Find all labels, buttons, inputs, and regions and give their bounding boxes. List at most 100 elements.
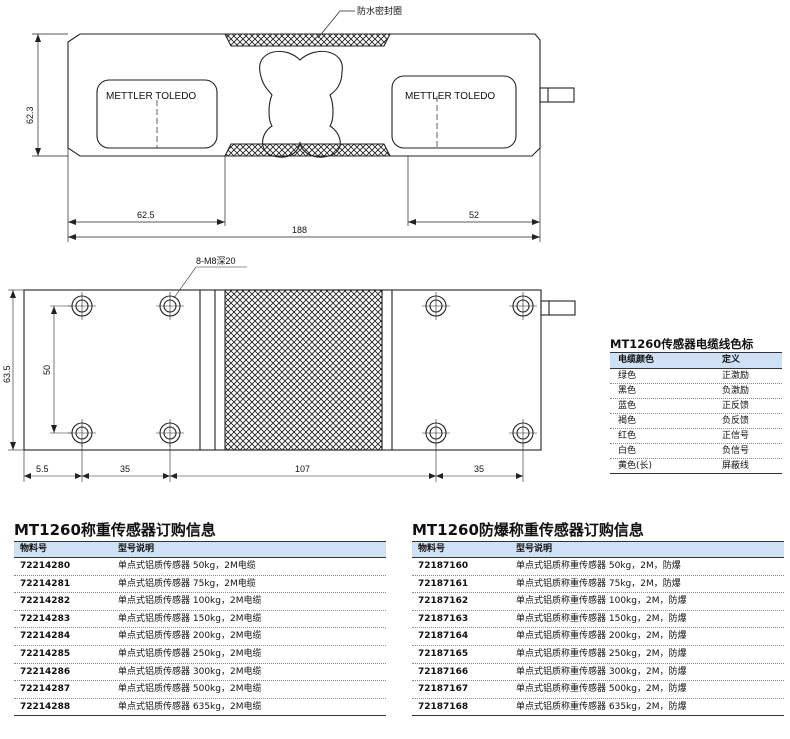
model-description: 单点式铝质称重传感器 635kg，2M，防爆: [516, 701, 687, 712]
order-explosion-header: 物料号 型号说明: [412, 541, 784, 558]
cable-stub-plan: [540, 300, 576, 316]
cable-definition: 正反馈: [722, 401, 750, 411]
header-part-number: 物料号: [20, 544, 48, 554]
dim-height-top: 62.3: [25, 106, 35, 124]
part-number: 72187161: [418, 578, 469, 589]
cable-table-title: MT1260传感器电缆线色标: [610, 337, 754, 351]
model-description: 单点式铝质传感器 150kg，2M电缆: [118, 613, 262, 624]
cable-color: 褐色: [618, 416, 637, 426]
table-row: 72214282 单点式铝质传感器 100kg，2M电缆: [14, 593, 386, 611]
cable-color: 红色: [618, 431, 637, 441]
part-number: 72187167: [418, 684, 469, 695]
cable-color-table: MT1260传感器电缆线色标 电缆颜色 定义 绿色正激励 黑色 负激励 蓝色 正反馈…: [610, 336, 782, 474]
cable-stub: [539, 87, 575, 103]
order-standard-header: 物料号 型号说明: [14, 541, 386, 558]
hatched-window: [224, 289, 383, 451]
plan-view: [23, 289, 576, 451]
table-row: 72187160 单点式铝质称重传感器 50kg，2M，防爆: [412, 558, 784, 576]
table-row: 72214288 单点式铝质传感器 635kg，2M电缆: [14, 699, 386, 717]
cable-color: 黑色: [618, 386, 637, 396]
table-row: 白色 负信号: [610, 444, 782, 459]
header-part-number: 物料号: [418, 544, 446, 554]
model-description: 单点式铝质传感器 500kg，2M电缆: [118, 684, 262, 695]
dim-total-top: 188: [292, 225, 307, 235]
table-row: 绿色正激励: [610, 369, 782, 384]
side-view: [67, 33, 575, 158]
cable-definition: 负反馈: [722, 416, 750, 426]
part-number: 72214286: [20, 666, 71, 677]
model-description: 单点式铝质称重传感器 250kg，2M，防爆: [516, 648, 687, 659]
cable-color: 白色: [618, 446, 637, 456]
part-number: 72214285: [20, 648, 71, 659]
part-number: 72214287: [20, 684, 71, 695]
model-description: 单点式铝质传感器 50kg，2M电缆: [118, 561, 256, 571]
header-model-description: 型号说明: [516, 544, 553, 554]
table-row: 72214284 单点式铝质传感器 200kg，2M电缆: [14, 628, 386, 646]
model-description: 单点式铝质称重传感器 200kg，2M，防爆: [516, 631, 687, 642]
dim-right-top: 52: [469, 210, 479, 220]
part-number: 72214283: [20, 613, 71, 624]
part-number: 72187164: [418, 631, 469, 642]
table-row: 72214280 单点式铝质传感器 50kg，2M电缆: [14, 558, 386, 576]
cable-table-header: 电缆颜色 定义: [610, 352, 782, 369]
part-number: 72214282: [20, 596, 71, 607]
table-row: 褐色 负反馈: [610, 414, 782, 429]
dim-b4: 35: [474, 464, 484, 474]
table-row: 红色 正信号: [610, 429, 782, 444]
cable-definition: 负信号: [722, 446, 750, 456]
cable-color: 绿色: [618, 371, 637, 381]
model-description: 单点式铝质称重传感器 300kg，2M，防爆: [516, 666, 687, 677]
seal-label: 防水密封圈: [357, 5, 402, 16]
cable-definition: 负激励: [722, 386, 750, 396]
table-row: 72214285 单点式铝质传感器 250kg，2M电缆: [14, 646, 386, 664]
header-cable-color: 电缆颜色: [618, 355, 655, 365]
table-row: 72187168 单点式铝质称重传感器 635kg，2M，防爆: [412, 699, 784, 717]
model-description: 单点式铝质称重传感器 150kg，2M，防爆: [516, 613, 687, 624]
dim-height-bottom: 63.5: [2, 365, 12, 383]
seal-band-top: [224, 33, 391, 47]
model-description: 单点式铝质称重传感器 500kg，2M，防爆: [516, 684, 687, 695]
hole-label: 8-M8深20: [196, 256, 236, 266]
order-standard-title: MT1260称重传感器订购信息: [14, 521, 216, 539]
model-description: 单点式铝质传感器 635kg，2M电缆: [118, 701, 262, 712]
cable-color: 蓝色: [618, 401, 637, 411]
part-number: 72214280: [20, 561, 71, 571]
part-number: 72187162: [418, 596, 469, 607]
table-row: 黑色 负激励: [610, 384, 782, 399]
part-number: 72187168: [418, 701, 469, 712]
order-explosion-title: MT1260防爆称重传感器订购信息: [412, 521, 644, 539]
dim-b3: 107: [295, 464, 310, 474]
table-row: 黄色(长) 屏蔽线: [610, 459, 782, 474]
model-description: 单点式铝质传感器 75kg，2M电缆: [118, 578, 256, 589]
part-number: 72187160: [418, 561, 469, 571]
seal-band-bottom: [224, 143, 391, 157]
cable-color: 黄色(长): [618, 461, 653, 471]
cable-definition: 正信号: [722, 431, 750, 441]
header-definition: 定义: [722, 355, 741, 365]
table-row: 72187167 单点式铝质称重传感器 500kg，2M，防爆: [412, 681, 784, 699]
table-row: 72187164 单点式铝质称重传感器 200kg，2M，防爆: [412, 628, 784, 646]
part-number: 72214288: [20, 701, 71, 712]
center-cutout: [259, 51, 343, 158]
technical-drawing: 防水密封圈 METTLER TOLEDO METTLER TOLEDO 62.3…: [2, 5, 576, 482]
model-description: 单点式铝质称重传感器 75kg，2M，防爆: [516, 578, 681, 589]
table-row: 72214283 单点式铝质传感器 150kg，2M电缆: [14, 611, 386, 629]
dim-inner-bottom: 50: [42, 365, 52, 375]
model-description: 单点式铝质传感器 200kg，2M电缆: [118, 631, 262, 642]
model-description: 单点式铝质传感器 300kg，2M电缆: [118, 666, 262, 677]
model-description: 单点式铝质传感器 100kg，2M电缆: [118, 596, 262, 607]
table-row: 72214286 单点式铝质传感器 300kg，2M电缆: [14, 664, 386, 682]
dim-b2: 35: [120, 464, 130, 474]
model-description: 单点式铝质称重传感器 50kg，2M，防爆: [516, 561, 681, 571]
brand-left: METTLER TOLEDO: [106, 91, 196, 102]
dim-b1: 5.5: [36, 464, 49, 474]
table-row: 72187161 单点式铝质称重传感器 75kg，2M，防爆: [412, 576, 784, 594]
brand-right: METTLER TOLEDO: [405, 91, 495, 102]
cable-definition: 屏蔽线: [722, 461, 750, 471]
part-number: 72214284: [20, 631, 71, 642]
model-description: 单点式铝质传感器 250kg，2M电缆: [118, 648, 262, 659]
